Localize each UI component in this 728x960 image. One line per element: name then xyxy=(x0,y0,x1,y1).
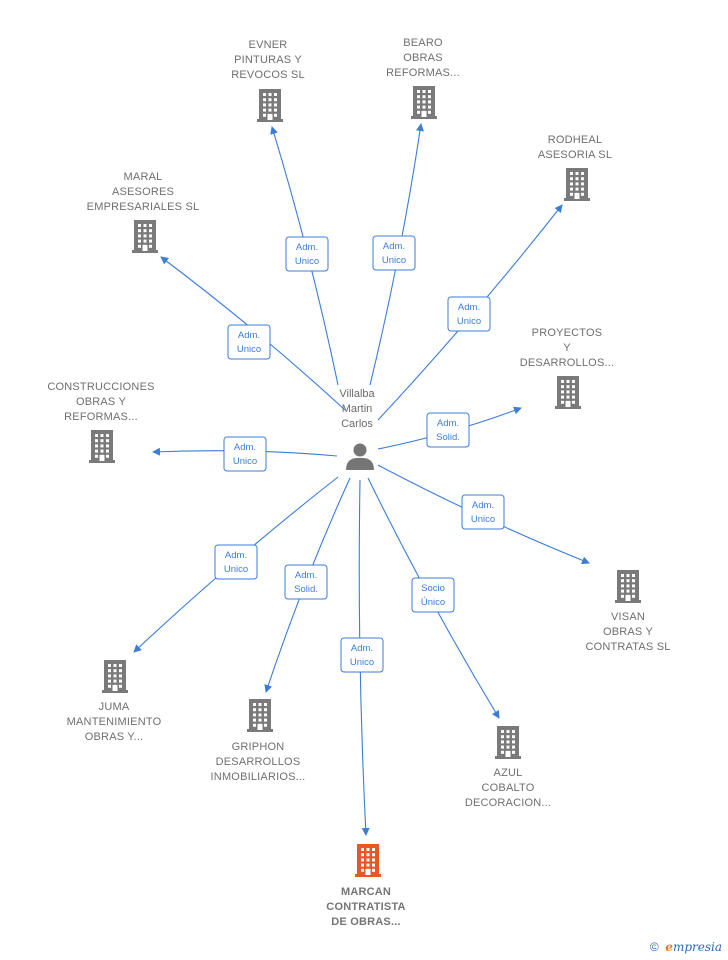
role-badge-evner: Adm. Unico xyxy=(285,236,329,272)
building-icon-juma[interactable] xyxy=(102,660,128,693)
person-name[interactable]: Carlos xyxy=(341,418,373,430)
company-name-proyectos[interactable]: PROYECTOS xyxy=(532,327,603,339)
company-name-bearo[interactable]: OBRAS xyxy=(403,52,443,64)
company-name-evner[interactable]: REVOCOS SL xyxy=(231,69,305,81)
building-icon-evner[interactable] xyxy=(257,89,283,122)
role-text: Unico xyxy=(295,256,319,267)
person-name[interactable]: Martin xyxy=(342,403,373,415)
building-icon-visan[interactable] xyxy=(615,570,641,603)
company-name-evner[interactable]: EVNER xyxy=(249,39,288,51)
role-badge-rodheal: Adm. Unico xyxy=(447,296,491,332)
role-text: Unico xyxy=(471,514,495,525)
role-text: Adm. xyxy=(234,442,256,453)
role-text: Unico xyxy=(237,344,261,355)
role-text: Unico xyxy=(457,316,481,327)
role-badge-juma: Adm. Unico xyxy=(214,544,258,580)
company-name-maral[interactable]: MARAL xyxy=(124,171,163,183)
company-name-griphon[interactable]: GRIPHON xyxy=(232,741,285,753)
company-name-marcan[interactable]: MARCAN xyxy=(341,886,391,898)
company-name-bearo[interactable]: REFORMAS... xyxy=(386,67,460,79)
role-text: Único xyxy=(421,597,445,608)
building-icon-azul[interactable] xyxy=(495,726,521,759)
role-text: Solid. xyxy=(436,432,460,443)
role-text: Adm. xyxy=(437,418,459,429)
company-name-rodheal[interactable]: ASESORIA SL xyxy=(538,149,612,161)
company-name-griphon[interactable]: DESARROLLOS xyxy=(216,756,301,768)
company-name-maral[interactable]: EMPRESARIALES SL xyxy=(87,201,200,213)
building-icon-construcciones[interactable] xyxy=(89,430,115,463)
company-name-bearo[interactable]: BEARO xyxy=(403,37,443,49)
building-icon-proyectos[interactable] xyxy=(555,376,581,409)
role-badge-visan: Adm. Unico xyxy=(461,494,505,530)
company-name-azul[interactable]: AZUL xyxy=(494,767,523,779)
role-badge-proyectos: Adm. Solid. xyxy=(426,412,470,448)
company-name-griphon[interactable]: INMOBILIARIOS... xyxy=(211,771,306,783)
company-name-construcciones[interactable]: REFORMAS... xyxy=(64,411,138,423)
company-name-juma[interactable]: MANTENIMIENTO xyxy=(67,716,162,728)
role-text: Adm. xyxy=(295,570,317,581)
company-name-construcciones[interactable]: CONSTRUCCIONES xyxy=(47,381,154,393)
building-icon-maral[interactable] xyxy=(132,220,158,253)
company-name-proyectos[interactable]: DESARROLLOS... xyxy=(520,357,615,369)
role-badge-griphon: Adm. Solid. xyxy=(284,564,328,600)
person-name[interactable]: Villalba xyxy=(339,388,375,400)
role-text: Adm. xyxy=(225,550,247,561)
company-name-construcciones[interactable]: OBRAS Y xyxy=(76,396,127,408)
role-badge-marcan: Adm. Unico xyxy=(340,637,384,673)
company-name-rodheal[interactable]: RODHEAL xyxy=(548,134,603,146)
role-badge-bearo: Adm. Unico xyxy=(372,235,416,271)
company-name-visan[interactable]: VISAN xyxy=(611,611,645,623)
role-text: Socio xyxy=(421,583,445,594)
company-name-visan[interactable]: CONTRATAS SL xyxy=(585,641,670,653)
role-text: Adm. xyxy=(472,500,494,511)
role-text: Adm. xyxy=(296,242,318,253)
building-icon-rodheal[interactable] xyxy=(564,168,590,201)
company-name-marcan[interactable]: CONTRATISTA xyxy=(326,901,405,913)
brand-logo: empresia xyxy=(665,940,722,954)
role-text: Adm. xyxy=(458,302,480,313)
company-name-maral[interactable]: ASESORES xyxy=(112,186,174,198)
company-name-azul[interactable]: DECORACION... xyxy=(465,797,551,809)
copyright-icon: © xyxy=(649,940,659,954)
role-text: Unico xyxy=(350,657,374,668)
role-badge-construcciones: Adm. Unico xyxy=(223,436,267,472)
building-icon-marcan[interactable] xyxy=(355,844,381,877)
role-text: Unico xyxy=(382,255,406,266)
company-name-visan[interactable]: OBRAS Y xyxy=(603,626,654,638)
building-icon-bearo[interactable] xyxy=(411,86,437,119)
footer-brand[interactable]: © empresia xyxy=(647,940,722,954)
company-name-azul[interactable]: COBALTO xyxy=(482,782,535,794)
role-text: Adm. xyxy=(351,643,373,654)
role-text: Adm. xyxy=(383,241,405,252)
building-icon-griphon[interactable] xyxy=(247,699,273,732)
company-name-proyectos[interactable]: Y xyxy=(563,342,571,354)
company-name-juma[interactable]: JUMA xyxy=(99,701,130,713)
company-name-evner[interactable]: PINTURAS Y xyxy=(234,54,302,66)
role-text: Unico xyxy=(224,564,248,575)
role-text: Unico xyxy=(233,456,257,467)
company-name-juma[interactable]: OBRAS Y... xyxy=(85,731,143,743)
role-text: Solid. xyxy=(294,584,318,595)
role-badge-maral: Adm. Unico xyxy=(227,324,271,360)
company-name-marcan[interactable]: DE OBRAS... xyxy=(331,916,400,928)
person-icon xyxy=(346,443,374,470)
role-text: Adm. xyxy=(238,330,260,341)
